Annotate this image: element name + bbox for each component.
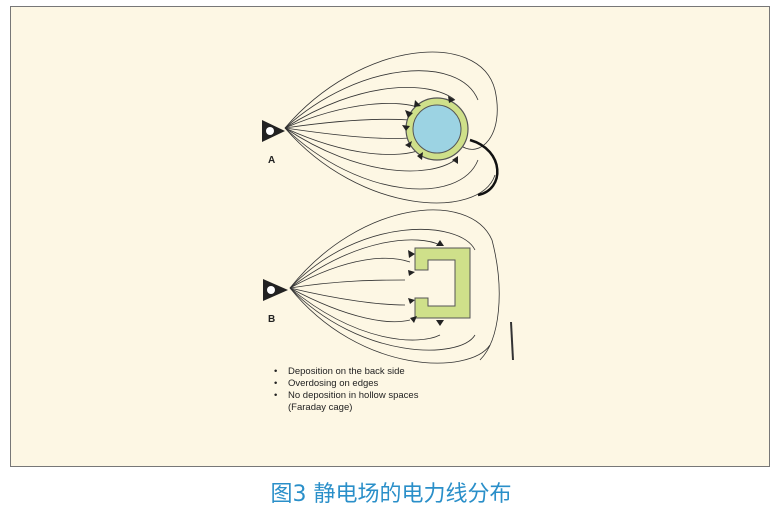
- label-a: A: [268, 155, 275, 166]
- label-b: B: [268, 314, 275, 325]
- object-a-core: [413, 105, 461, 153]
- source-b-symbol: [267, 286, 275, 294]
- field-line: [285, 128, 410, 139]
- bullet-item: •Overdosing on edges: [272, 378, 418, 390]
- scale-mark-icon: [511, 322, 513, 360]
- source-b-icon: [263, 279, 288, 301]
- object-b: [415, 248, 470, 318]
- field-line: [290, 258, 410, 288]
- source-a-symbol: [266, 127, 274, 135]
- field-line: [285, 128, 420, 155]
- figure-caption: 图3 静电场的电力线分布: [0, 476, 782, 508]
- field-line: [290, 280, 405, 288]
- bullet-item: •No deposition in hollow spaces: [272, 390, 418, 402]
- bullet-list: •Deposition on the back side •Overdosing…: [272, 366, 418, 414]
- bullet-item: •Deposition on the back side: [272, 366, 418, 378]
- bullet-item: (Faraday cage): [272, 402, 418, 414]
- field-line: [290, 288, 475, 350]
